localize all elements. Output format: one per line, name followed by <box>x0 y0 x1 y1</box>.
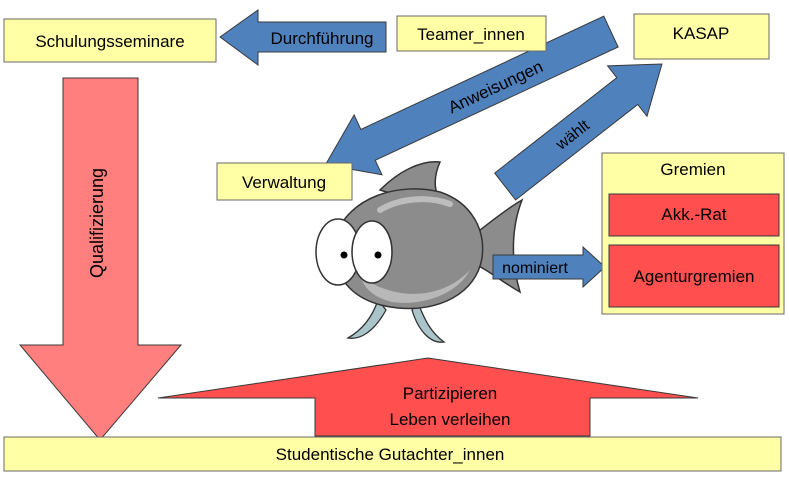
teamer-box: Teamer_innen <box>396 15 547 52</box>
akk-rat-label: Akk.-Rat <box>661 205 726 224</box>
leben-verleihen-label: Leben verleihen <box>390 410 511 429</box>
fish-mascot <box>315 161 524 343</box>
fish-eye-right <box>351 220 393 284</box>
agenturgremien-box <box>608 244 780 308</box>
durchfuehrung-label: Durchführung <box>270 29 373 48</box>
gremien-box: Gremien Akk.-Rat Agenturgremien <box>601 152 785 315</box>
durchfuehrung-arrow: Durchführung <box>219 9 387 66</box>
verwaltung-box: Verwaltung <box>216 162 353 201</box>
verwaltung-label: Verwaltung <box>242 173 326 192</box>
akk-rat-box <box>608 193 780 237</box>
studentische-gutachter-label: Studentische Gutachter_innen <box>276 445 505 464</box>
partizipieren-label: Partizipieren <box>403 384 498 403</box>
kasap-label: KASAP <box>673 24 730 43</box>
schulungsseminare-box: Schulungsseminare <box>3 18 217 63</box>
qualifizierung-arrow: Qualifizierung <box>18 77 183 441</box>
agenturgremien-label: Agenturgremien <box>634 267 755 286</box>
nominiert-arrow: nominiert <box>492 245 606 289</box>
qualifizierung-label: Qualifizierung <box>87 168 107 278</box>
schulungsseminare-label: Schulungsseminare <box>35 32 184 51</box>
gremien-title: Gremien <box>660 160 725 179</box>
studentische-gutachter-box: Studentische Gutachter_innen <box>3 436 782 472</box>
nominiert-label: nominiert <box>502 260 568 277</box>
partizipieren-arrow: Partizipieren Leben verleihen <box>157 357 699 437</box>
teamer-label: Teamer_innen <box>417 25 525 44</box>
kasap-box: KASAP <box>633 13 770 60</box>
